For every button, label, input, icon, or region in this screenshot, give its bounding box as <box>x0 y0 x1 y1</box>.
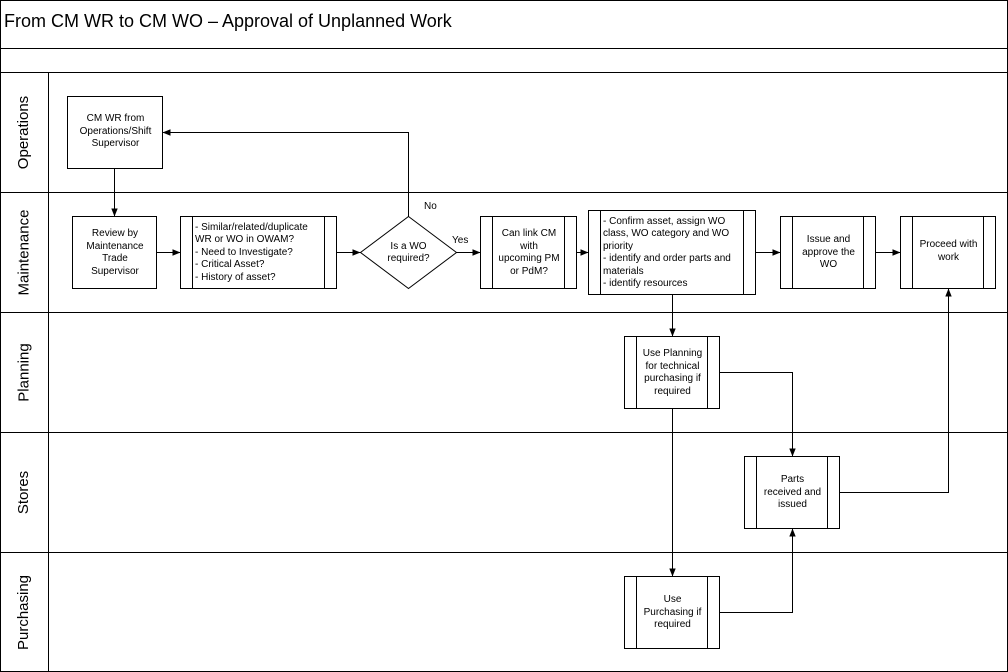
node-parts: Parts received and issued <box>763 474 822 511</box>
lane-label-maintenance: Maintenance <box>15 209 33 295</box>
lane-label-purchasing: Purchasing <box>15 574 33 650</box>
node-decision: Is a WO required? <box>387 240 430 265</box>
edge-label-yes: Yes <box>452 235 469 246</box>
lane-label-operations: Operations <box>15 95 33 169</box>
node-use-purchasing: Use Purchasing if required <box>643 594 702 631</box>
edge-purchasing-to-parts <box>719 528 796 613</box>
lane-label-stores: Stores <box>15 470 33 514</box>
edge-label-no: No <box>424 201 437 212</box>
lane-label-planning: Planning <box>15 342 33 402</box>
node-decision-diamond <box>359 215 458 290</box>
edge-planning-to-parts <box>719 372 796 457</box>
diagram-title: From CM WR to CM WO – Approval of Unplan… <box>4 11 452 31</box>
node-issue: Issue and approve the WO <box>802 234 855 271</box>
node-similar: - Similar/related/duplicate WR or WO in … <box>195 221 308 283</box>
node-use-planning: Use Planning for technical purchasing if… <box>642 348 703 397</box>
node-confirm: - Confirm asset, assign WO class, WO cat… <box>603 215 731 290</box>
edge-parts-to-proceed <box>839 288 952 493</box>
node-cm-wr: CM WR from Operations/Shift Supervisor <box>79 113 152 149</box>
node-review: Review by Maintenance Trade Supervisor <box>86 228 144 277</box>
node-can-link: Can link CM with upcoming PM or PdM? <box>498 228 560 277</box>
node-proceed: Proceed with work <box>919 239 978 263</box>
edge-decision-no <box>162 129 409 217</box>
